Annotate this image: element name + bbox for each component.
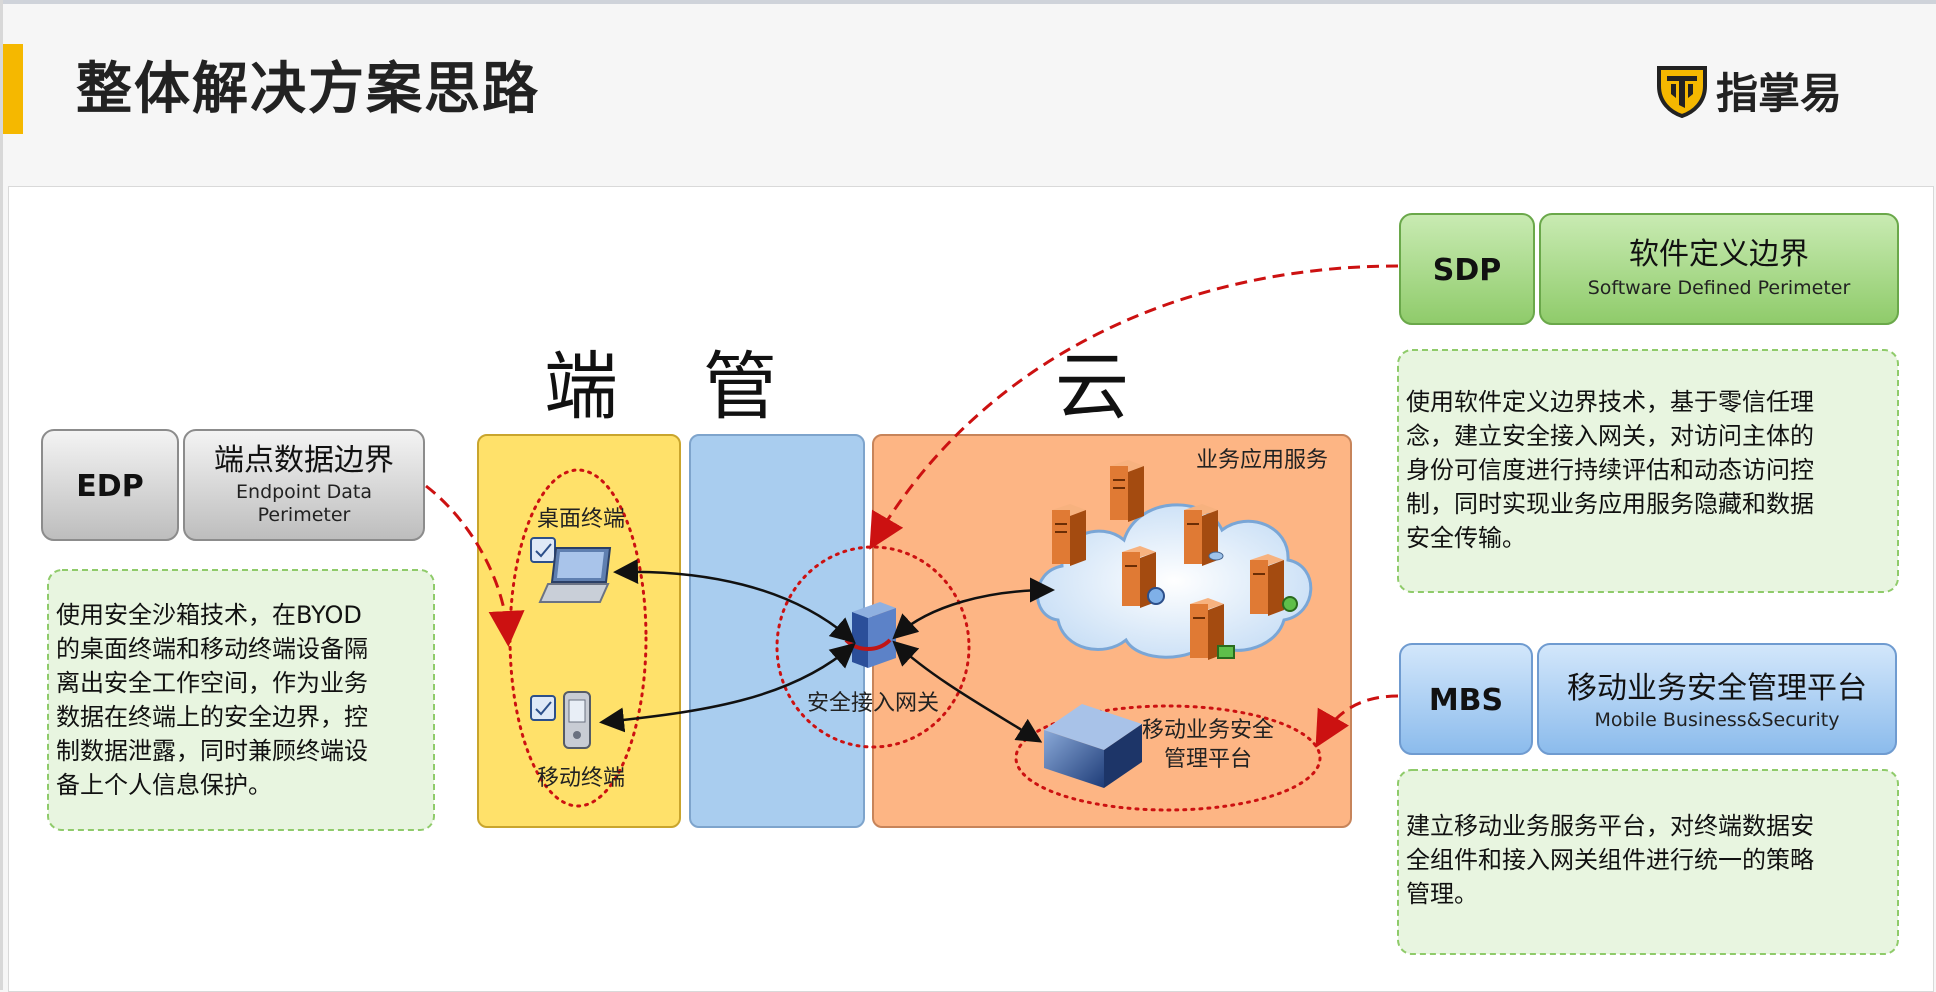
gateway-services-connector	[892, 577, 1055, 640]
mbs-name-en: Mobile Business&Security	[1595, 709, 1840, 731]
mbs-platform-ellipse	[1014, 704, 1322, 812]
edp-abbr: EDP	[76, 469, 143, 504]
mbs-header: MBS 移动业务安全管理平台 Mobile Business&Security	[1399, 643, 1897, 755]
gateway-server-icon	[844, 602, 896, 668]
sdp-description: 使用软件定义边界技术，基于零信任理 念，建立安全接入网关，对访问主体的 身份可信…	[1406, 388, 1814, 552]
pipe-column	[689, 434, 865, 828]
edp-desc-line: 使用安全沙箱技术，在BYOD	[56, 601, 362, 629]
brand-name: 指掌易	[1716, 68, 1843, 118]
mbs-desc-line: 建立移动业务服务平台，对终端数据安	[1406, 812, 1814, 840]
sdp-desc-line: 制，同时实现业务应用服务隐藏和数据	[1406, 490, 1814, 518]
edp-description-box	[47, 569, 435, 831]
title-accent-bar	[3, 44, 23, 134]
shield-icon	[1657, 66, 1707, 118]
edp-desc-line: 备上个人信息保护。	[56, 771, 272, 799]
mbs-description: 建立移动业务服务平台，对终端数据安 全组件和接入网关组件进行统一的策略 管理。	[1406, 812, 1814, 908]
edp-name-en-line1: Endpoint Data	[236, 481, 372, 503]
desktop-gateway-connector	[613, 559, 856, 644]
edp-pointer-arrow	[425, 484, 525, 647]
edp-header: EDP 端点数据边界 Endpoint Data Perimeter	[41, 429, 425, 541]
mbs-platform-label-line2: 管理平台	[1164, 747, 1252, 772]
mbs-name-box	[1537, 643, 1897, 755]
app-services-cloud-icon	[1036, 460, 1313, 660]
sdp-header: SDP 软件定义边界 Software Defined Perimeter	[1399, 213, 1899, 325]
layer-label-guan: 管	[703, 344, 777, 430]
mobile-terminal-label: 移动终端	[537, 766, 625, 791]
page-title: 整体解决方案思路	[76, 57, 540, 122]
sdp-description-box	[1397, 349, 1899, 593]
sdp-abbr: SDP	[1433, 253, 1502, 288]
layer-label-yun: 云	[1055, 344, 1129, 430]
gateway-mbs-connector	[892, 640, 1043, 743]
sdp-desc-line: 念，建立安全接入网关，对访问主体的	[1406, 422, 1814, 450]
edp-desc-line: 的桌面终端和移动终端设备隔	[56, 635, 368, 663]
brand-logo: 指掌易	[1656, 60, 1842, 120]
sdp-desc-line: 身份可信度进行持续评估和动态访问控	[1406, 456, 1814, 484]
edp-description: 使用安全沙箱技术，在BYOD 的桌面终端和移动终端设备隔 离出安全工作空间，作为…	[56, 601, 368, 799]
edp-abbr-box	[41, 429, 179, 541]
top-border	[0, 0, 1936, 4]
mbs-pointer-arrow	[1315, 694, 1399, 748]
sdp-name-en: Software Defined Perimeter	[1588, 277, 1851, 299]
edp-desc-line: 制数据泄露，同时兼顾终端设	[56, 737, 368, 765]
mbs-name-cn: 移动业务安全管理平台	[1567, 671, 1867, 706]
edp-name-box	[183, 429, 425, 541]
mbs-platform-box-icon	[1044, 704, 1142, 788]
mbs-desc-line: 全组件和接入网关组件进行统一的策略	[1406, 846, 1814, 874]
mbs-description-box	[1397, 769, 1899, 955]
gateway-label: 安全接入网关	[807, 691, 939, 716]
desktop-terminal-label: 桌面终端	[537, 507, 625, 532]
mbs-desc-line: 管理。	[1406, 880, 1478, 908]
sdp-pointer-arrow	[869, 264, 1399, 550]
sdp-abbr-box	[1399, 213, 1535, 325]
mbs-abbr-box	[1399, 643, 1533, 755]
edp-name-cn: 端点数据边界	[214, 443, 394, 478]
left-border	[0, 0, 3, 990]
mobile-gateway-connector	[599, 642, 856, 733]
sdp-desc-line: 使用软件定义边界技术，基于零信任理	[1406, 388, 1814, 416]
edp-name-en-line2: Perimeter	[258, 504, 351, 526]
mbs-abbr: MBS	[1429, 683, 1503, 718]
edp-desc-line: 数据在终端上的安全边界，控	[56, 703, 368, 731]
services-label: 业务应用服务	[1196, 448, 1328, 473]
sdp-name-cn: 软件定义边界	[1629, 237, 1809, 272]
mbs-platform-label-line1: 移动业务安全	[1142, 718, 1274, 743]
phone-icon	[530, 691, 591, 749]
sdp-name-box	[1539, 213, 1899, 325]
layer-label-duan: 端	[544, 344, 618, 430]
sdp-desc-line: 安全传输。	[1406, 524, 1526, 552]
edp-desc-line: 离出安全工作空间，作为业务	[56, 669, 368, 697]
laptop-icon	[530, 537, 612, 603]
